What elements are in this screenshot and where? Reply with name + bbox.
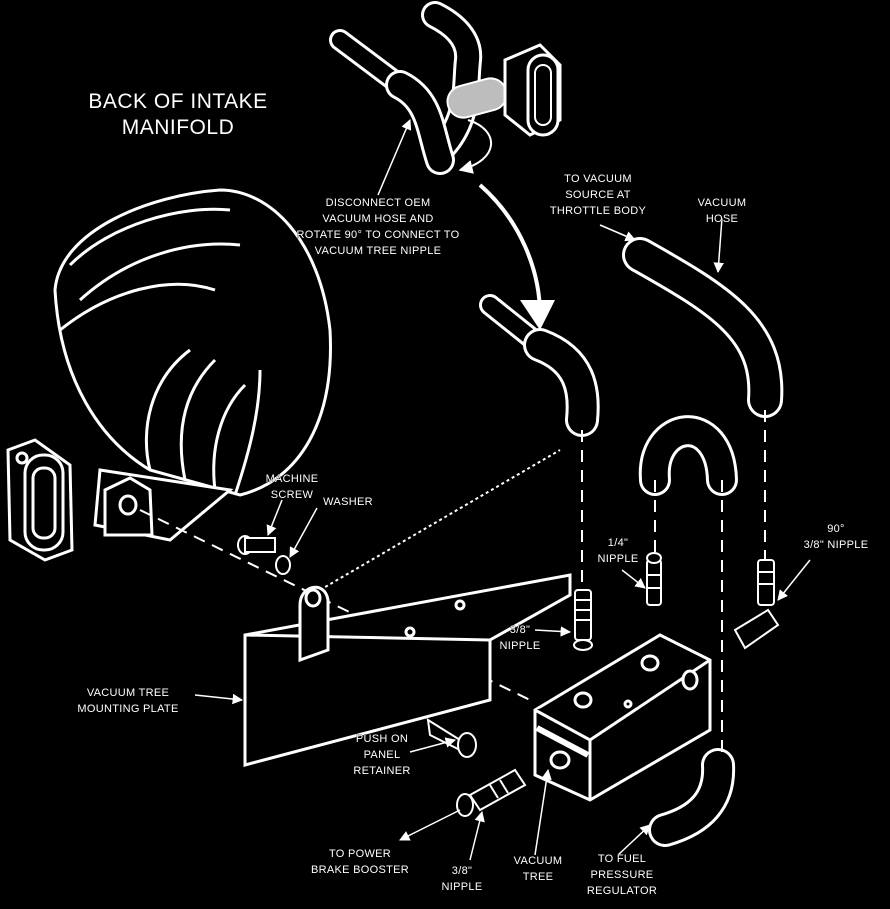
push-on-retainer-icon: [426, 718, 477, 758]
svg-text:NIPPLE: NIPPLE: [500, 640, 541, 652]
svg-text:BRAKE BOOSTER: BRAKE BOOSTER: [311, 864, 409, 876]
svg-text:TO VACUUM: TO VACUUM: [564, 173, 632, 185]
label-push-on-retainer: PUSH ON PANEL RETAINER: [353, 733, 411, 778]
svg-text:VACUUM TREE NIPPLE: VACUUM TREE NIPPLE: [315, 245, 442, 257]
label-machine-screw: MACHINE SCREW: [265, 473, 319, 502]
label-nipple-1-4: 1/4" NIPPLE: [597, 537, 639, 566]
oem-hose-lower-icon: [479, 294, 600, 437]
svg-text:90°: 90°: [827, 523, 845, 535]
mounting-plate-icon: [243, 573, 572, 767]
intake-manifold-icon: [53, 188, 332, 542]
label-nipple-3-8-top: 3/8" NIPPLE: [499, 624, 541, 653]
nipple-1-4-icon: [646, 552, 662, 606]
left-plug-icon: [6, 438, 74, 562]
label-to-vacuum-source: TO VACUUM SOURCE AT THROTTLE BODY: [550, 173, 647, 218]
nipple-3-8-bottom-icon: [456, 768, 527, 817]
svg-text:TREE: TREE: [523, 871, 554, 883]
oem-hose-assembly-icon: [329, 1, 562, 175]
move-hose-arrowhead: [520, 300, 555, 330]
label-nipple-90: 90° 3/8" NIPPLE: [803, 523, 869, 552]
svg-text:DISCONNECT OEM: DISCONNECT OEM: [326, 197, 431, 209]
manifold-bracket-icon: [103, 476, 154, 537]
svg-text:TO FUEL: TO FUEL: [598, 853, 646, 865]
fuel-hose-icon: [648, 748, 736, 847]
label-to-fuel-pressure: TO FUEL PRESSURE REGULATOR: [587, 853, 657, 898]
label-vacuum-tree: VACUUM TREE: [513, 855, 563, 884]
svg-text:ROTATE 90° TO CONNECT TO: ROTATE 90° TO CONNECT TO: [297, 229, 460, 241]
nipple-90-icon: [733, 559, 780, 650]
svg-text:TO POWER: TO POWER: [329, 848, 391, 860]
svg-text:1/4": 1/4": [608, 537, 628, 549]
svg-text:THROTTLE BODY: THROTTLE BODY: [550, 205, 647, 217]
label-back-of-intake: BACK OF INTAKE MANIFOLD: [88, 90, 267, 140]
svg-text:BACK OF INTAKE: BACK OF INTAKE: [88, 90, 267, 113]
svg-text:PUSH ON: PUSH ON: [356, 733, 408, 745]
svg-text:PANEL: PANEL: [364, 749, 401, 761]
svg-text:HOSE: HOSE: [706, 213, 738, 225]
machine-screw-icon: [237, 535, 291, 575]
label-disconnect-oem: DISCONNECT OEM VACUUM HOSE AND ROTATE 90…: [296, 197, 460, 258]
svg-text:VACUUM HOSE AND: VACUUM HOSE AND: [322, 213, 433, 225]
label-mounting-plate: VACUUM TREE MOUNTING PLATE: [77, 687, 178, 716]
svg-text:NIPPLE: NIPPLE: [442, 881, 483, 893]
svg-text:MANIFOLD: MANIFOLD: [122, 116, 235, 139]
rotate-arrow-icon: [458, 119, 493, 174]
label-nipple-3-8-bottom: 3/8" NIPPLE: [441, 865, 483, 894]
label-washer: WASHER: [323, 496, 373, 509]
label-vacuum-hose: VACUUM HOSE: [697, 197, 747, 226]
svg-text:SOURCE AT: SOURCE AT: [565, 189, 630, 201]
svg-text:RETAINER: RETAINER: [353, 765, 410, 777]
svg-text:NIPPLE: NIPPLE: [598, 553, 639, 565]
svg-text:REGULATOR: REGULATOR: [587, 885, 657, 897]
svg-text:VACUUM TREE: VACUUM TREE: [87, 687, 169, 699]
nipple-3-8-top-icon: [573, 589, 593, 651]
svg-text:MOUNTING PLATE: MOUNTING PLATE: [77, 703, 178, 715]
label-to-power-brake: TO POWER BRAKE BOOSTER: [311, 848, 409, 877]
leader-lines: [194, 119, 811, 861]
svg-text:3/8" NIPPLE: 3/8" NIPPLE: [804, 539, 869, 551]
move-hose-arrow: [478, 183, 542, 316]
svg-text:SCREW: SCREW: [271, 489, 314, 501]
svg-text:MACHINE: MACHINE: [266, 473, 319, 485]
svg-text:VACUUM: VACUUM: [514, 855, 563, 867]
svg-text:PRESSURE: PRESSURE: [591, 869, 654, 881]
u-hose-icon: [638, 415, 738, 496]
washer-icon: [275, 555, 291, 575]
svg-text:VACUUM: VACUUM: [698, 197, 747, 209]
vacuum-tree-block-icon: [533, 633, 712, 802]
vacuum-hose-icon: [622, 237, 784, 418]
svg-text:3/8": 3/8": [452, 865, 472, 877]
svg-text:3/8": 3/8": [510, 624, 530, 636]
svg-text:WASHER: WASHER: [323, 496, 373, 508]
